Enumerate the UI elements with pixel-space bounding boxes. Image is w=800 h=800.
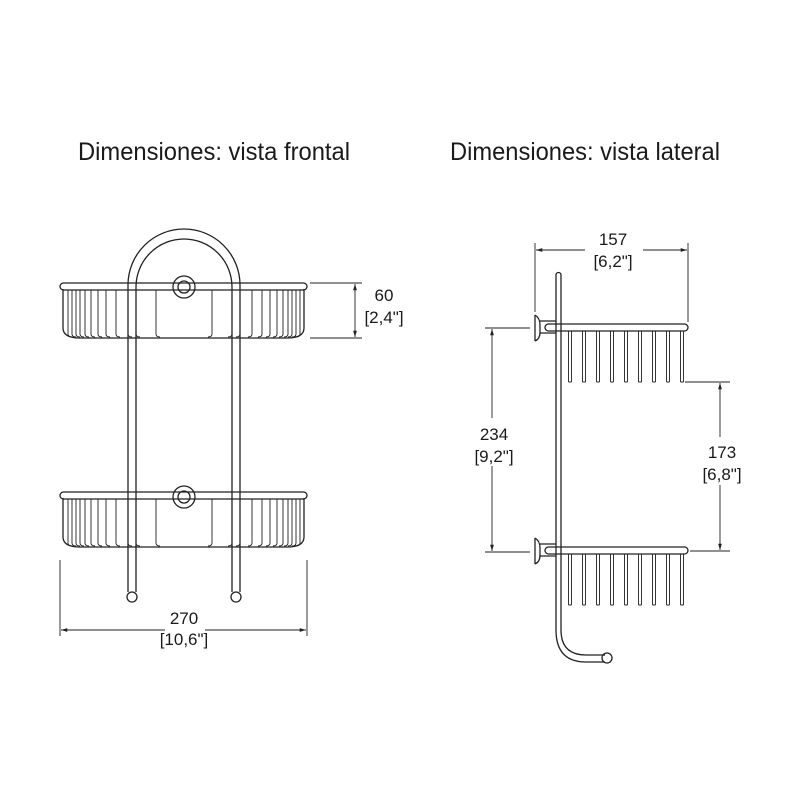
basket-outline	[62, 289, 305, 339]
basket-wire	[115, 499, 121, 547]
basket-wire	[90, 290, 96, 338]
clearance-dimension: 173 [6,8"]	[685, 381, 742, 552]
depth-in-label: [6,2"]	[593, 252, 632, 271]
basket-wire	[272, 290, 278, 338]
basket-tine	[666, 554, 670, 606]
basket-wire	[257, 290, 263, 338]
basket-wire	[283, 290, 289, 338]
basket-height-in-label: [2,4"]	[364, 308, 403, 327]
basket-wire	[227, 499, 233, 547]
width-mm-label: 270	[170, 609, 198, 628]
basket-tine	[596, 331, 600, 383]
basket-wire	[79, 499, 85, 547]
depth-mm-label: 157	[599, 230, 627, 249]
basket-wire	[105, 499, 111, 547]
basket-tine	[680, 554, 684, 606]
basket-outline	[62, 498, 305, 548]
basket-tine	[582, 554, 586, 606]
basket-tine	[652, 554, 656, 606]
basket-tine	[638, 554, 642, 606]
side-view-drawing	[534, 271, 689, 664]
basket-wire	[71, 499, 77, 547]
shelf-spacing-dimension: 234 [9,2"]	[474, 327, 530, 553]
basket-wire	[287, 499, 293, 547]
front-basket-top	[59, 282, 308, 339]
basket-wire	[295, 290, 301, 338]
shelf-spacing-mm-label: 234	[480, 425, 508, 444]
clearance-in-label: [6,8"]	[702, 465, 741, 484]
basket-wire	[247, 290, 253, 338]
basket-wire	[127, 499, 133, 547]
basket-wire	[207, 499, 213, 547]
basket-wire	[97, 499, 103, 547]
basket-tine	[610, 554, 614, 606]
wall-bracket-top	[534, 314, 556, 342]
basket-wire	[155, 290, 161, 338]
basket-wire	[90, 499, 96, 547]
basket-tine	[624, 554, 628, 606]
front-width-dimension: 270 [10,6"]	[59, 560, 308, 649]
depth-dimension: 157 [6,2"]	[534, 230, 689, 322]
basket-tine	[638, 331, 642, 383]
basket-wire	[235, 290, 241, 338]
basket-wire	[155, 499, 161, 547]
basket-wire	[207, 290, 213, 338]
basket-wire	[278, 290, 284, 338]
basket-tine	[582, 331, 586, 383]
wall-bracket-bottom	[534, 537, 556, 565]
basket-wire	[278, 499, 284, 547]
width-in-label: [10,6"]	[160, 630, 209, 649]
front-view-title: Dimensiones: vista frontal	[78, 138, 350, 166]
basket-wire	[71, 290, 77, 338]
side-view-title: Dimensiones: vista lateral	[450, 138, 720, 166]
wall-rosette-bottom	[172, 485, 196, 509]
front-view-drawing	[59, 228, 308, 603]
basket-tine	[596, 554, 600, 606]
basket-rim	[59, 491, 308, 500]
basket-wire	[105, 290, 111, 338]
wall-rosette-top	[172, 275, 196, 299]
basket-wire	[84, 290, 90, 338]
basket-height-dimension: 60 [2,4"]	[310, 282, 404, 339]
basket-wire	[115, 290, 121, 338]
basket-wire	[97, 290, 103, 338]
basket-wire	[67, 290, 73, 338]
basket-rim	[59, 282, 308, 291]
basket-tine	[568, 331, 572, 383]
basket-wire	[127, 290, 133, 338]
basket-wire	[291, 290, 297, 338]
basket-wire	[135, 290, 141, 338]
basket-wire	[283, 499, 289, 547]
basket-tine	[624, 331, 628, 383]
basket-tine	[680, 331, 684, 383]
basket-wire	[265, 499, 271, 547]
basket-wire	[67, 499, 73, 547]
basket-wire	[75, 499, 81, 547]
basket-wire	[265, 290, 271, 338]
basket-height-mm-label: 60	[375, 286, 394, 305]
basket-wire	[75, 290, 81, 338]
basket-tine	[652, 331, 656, 383]
basket-wire	[135, 499, 141, 547]
basket-wire	[84, 499, 90, 547]
shelf-spacing-in-label: [9,2"]	[474, 447, 513, 466]
front-basket-bottom	[59, 491, 308, 548]
basket-wire	[257, 499, 263, 547]
basket-wire	[227, 290, 233, 338]
clearance-mm-label: 173	[708, 443, 736, 462]
basket-wire	[291, 499, 297, 547]
basket-wire	[287, 290, 293, 338]
basket-wire	[295, 499, 301, 547]
basket-tine	[568, 554, 572, 606]
basket-wire	[79, 290, 85, 338]
basket-tine	[610, 331, 614, 383]
basket-wire	[247, 499, 253, 547]
basket-tine	[666, 331, 670, 383]
basket-wire	[272, 499, 278, 547]
basket-wire	[235, 499, 241, 547]
